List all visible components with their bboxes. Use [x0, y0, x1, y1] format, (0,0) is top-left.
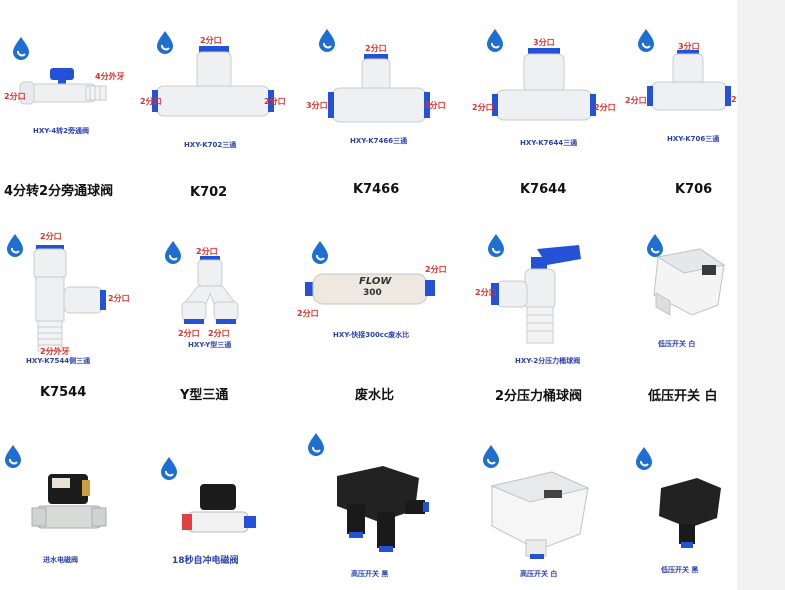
port-label: 2分口: [196, 247, 218, 256]
product-name: 低压开关 白: [648, 389, 718, 404]
product-cell-low-pressure-switch-white[interactable]: 低压开关 白 低压开关 白: [630, 225, 737, 410]
port-label: 2分口: [40, 232, 62, 241]
product-cell-low-pressure-switch-black[interactable]: 低压开关 黑: [625, 430, 737, 590]
brand-logo-icon: [316, 28, 338, 54]
product-caption: 高压开关 白: [520, 570, 558, 578]
high-switch-white-image: [490, 471, 590, 559]
product-cell-k706[interactable]: 3分口 2分口 2 HXY-K706三通 K706: [625, 20, 737, 205]
product-cell-k7466[interactable]: 2分口 3分口 3分口 HXY-K7466三通 K7466: [300, 20, 450, 205]
product-caption: HXY-K706三通: [667, 135, 720, 143]
product-name: 废水比: [355, 388, 395, 403]
port-label: 3分口: [424, 101, 446, 110]
port-label: 2分口: [365, 44, 387, 53]
product-cell-k702[interactable]: 2分口 2分口 2分口 HXY-K702三通 K702: [140, 20, 290, 205]
product-cell-high-pressure-switch-white[interactable]: 高压开关 白: [470, 430, 620, 590]
product-caption: HXY-K7466三通: [350, 137, 408, 145]
product-caption: HXY-2分压力桶球阀: [515, 357, 581, 365]
product-caption: HXY-快接300cc废水比: [333, 331, 410, 339]
product-name: K7544: [40, 385, 87, 400]
low-switch-black-image: [659, 478, 721, 548]
port-label: 3分口: [678, 42, 700, 51]
brand-logo-icon: [4, 233, 26, 259]
port-label: 2分口: [264, 97, 286, 106]
port-label: 2分口: [472, 103, 494, 112]
product-caption: HXY-4转2旁通阀: [33, 127, 89, 135]
product-caption: HXY-K7544侧三通: [26, 357, 91, 365]
brand-logo-icon: [10, 36, 32, 62]
k702-tee-image: [152, 46, 274, 117]
product-cell-k7644[interactable]: 3分口 2分口 2分口 HXY-K7644三通 K7644: [470, 20, 620, 205]
product-caption: 高压开关 黑: [351, 570, 389, 578]
product-caption: 18秒自冲电磁阀: [172, 556, 239, 566]
brand-logo-icon: [305, 432, 327, 458]
port-label: 3分口: [533, 38, 555, 47]
flow-restrictor-image: [305, 273, 435, 305]
tank-valve-image: [491, 245, 581, 344]
port-label: 3分口: [306, 101, 328, 110]
product-name: K702: [190, 185, 228, 200]
flow-value-text: 300: [363, 288, 382, 298]
product-caption: 进水电磁阀: [43, 556, 78, 564]
k706-tee-image: [647, 50, 731, 111]
right-gray-strip: [737, 0, 785, 590]
k7544-side-tee-image: [33, 245, 106, 352]
brand-logo-icon: [158, 456, 180, 482]
inlet-solenoid-image: [31, 474, 107, 529]
k7644-tee-image: [492, 48, 596, 121]
high-switch-black-image: [337, 466, 429, 552]
product-name: 4分转2分旁通球阀: [4, 184, 114, 199]
port-label: 2分口: [297, 309, 319, 318]
product-caption: HXY-K702三通: [184, 141, 237, 149]
product-cell-flow-restrictor[interactable]: FLOW 300 2分口 2分口 HXY-快接300cc废水比 废水比: [295, 232, 455, 412]
port-label: 2分口: [208, 329, 230, 338]
product-cell-bypass-valve[interactable]: 2分口 4分外牙 HXY-4转2旁通阀 4分转2分旁通球阀: [0, 20, 140, 200]
brand-logo-icon: [309, 240, 331, 266]
port-label: 2分口: [594, 103, 616, 112]
port-label: 2分口: [625, 96, 647, 105]
product-name: 2分压力桶球阀: [495, 389, 583, 404]
brand-logo-icon: [633, 446, 655, 472]
product-cell-k7544[interactable]: 2分口 2分口 2分外牙 HXY-K7544侧三通 K7544: [0, 225, 145, 410]
port-label: 2分口: [140, 97, 162, 106]
flow-text: FLOW: [359, 276, 392, 287]
low-switch-white-image: [653, 248, 726, 316]
product-caption: HXY-Y型三通: [188, 341, 232, 349]
port-label: 2分口: [108, 294, 130, 303]
bypass-valve-image: [19, 68, 107, 105]
port-label: 2分口: [425, 265, 447, 274]
product-cell-flush-solenoid[interactable]: 18秒自冲电磁阀: [150, 440, 280, 590]
port-label: 2: [731, 95, 737, 104]
product-caption: HXY-K7644三通: [520, 139, 578, 147]
port-label: 2分口: [475, 288, 497, 297]
flush-solenoid-image: [182, 484, 256, 533]
product-caption: 低压开关 黑: [661, 566, 699, 574]
product-cell-inlet-solenoid[interactable]: 进水电磁阀: [0, 430, 140, 590]
y-tee-image: [181, 256, 239, 324]
product-cell-y-tee[interactable]: 2分口 2分口 2分口 HXY-Y型三通 Y型三通: [150, 232, 275, 412]
brand-logo-icon: [2, 444, 24, 470]
product-name: K7644: [520, 182, 567, 197]
product-cell-tank-valve[interactable]: 2分口 HXY-2分压力桶球阀 2分压力桶球阀: [475, 225, 615, 410]
product-cell-high-pressure-switch-black[interactable]: 高压开关 黑: [295, 430, 455, 590]
k7466-tee-image: [328, 54, 430, 123]
product-name: K7466: [353, 182, 400, 197]
port-label: 2分外牙: [40, 347, 70, 356]
port-label: 2分口: [178, 329, 200, 338]
port-label: 2分口: [4, 92, 26, 101]
product-caption: 低压开关 白: [658, 340, 696, 348]
product-name: K706: [675, 182, 713, 197]
port-label: 4分外牙: [95, 72, 125, 81]
product-name: Y型三通: [180, 388, 229, 403]
port-label: 2分口: [200, 36, 222, 45]
